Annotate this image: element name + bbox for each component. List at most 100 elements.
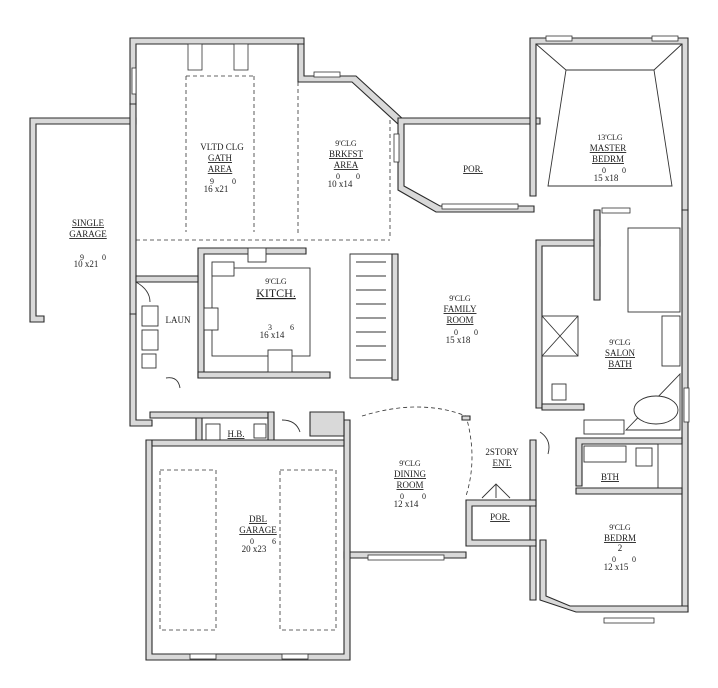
family-dim-sup2: 0	[474, 328, 478, 337]
laundry-walls	[135, 275, 199, 283]
salon-toilet	[551, 383, 567, 401]
window	[367, 554, 445, 561]
brkfst-line2: AREA	[334, 160, 359, 170]
kitchen-bottom-wall	[197, 371, 331, 379]
gath-line3: AREA	[208, 164, 233, 174]
dining-dim-sup2: 0	[422, 492, 426, 501]
dbl-garage-dim: 20 x23	[242, 544, 267, 554]
service-left-wall	[129, 313, 153, 427]
window	[601, 207, 631, 214]
single-garage-dim-sup1: 9	[80, 253, 84, 262]
windows	[131, 35, 690, 660]
family-line1: FAMILY	[444, 304, 477, 314]
dbl-garage-dim-sup2: 6	[272, 537, 276, 546]
porch-front-name: POR.	[490, 512, 510, 522]
room-labels: SINGLE GARAGE 10 x21 9 0 VLTD CLG GATH A…	[69, 133, 636, 572]
gath-dim: 16 x21	[204, 184, 229, 194]
kitchen-sink	[211, 261, 235, 277]
salon-bottom-wall	[541, 403, 585, 411]
dryer	[141, 329, 159, 351]
dbl-garage-dim-sup1: 0	[250, 537, 254, 546]
entry-line1: 2STORY	[485, 447, 519, 457]
shower-x	[541, 315, 579, 357]
salon-line2: BATH	[608, 359, 632, 369]
single-garage-name2: GARAGE	[69, 229, 107, 239]
window	[233, 43, 249, 71]
laundry-name: LAUN	[166, 315, 191, 325]
half-bath-name: H.B.	[227, 429, 244, 439]
kitchen-dim-sup1: 3	[268, 323, 272, 332]
kitchen-name: KITCH.	[256, 286, 296, 300]
hall-wall	[149, 411, 269, 419]
gath-line1: VLTD CLG	[200, 142, 244, 152]
bath-name: BTH	[601, 472, 620, 482]
bedroom2-clg: 9'CLG	[609, 523, 631, 532]
brkfst-dim-sup2: 0	[356, 172, 360, 181]
single-garage-dim: 10 x21	[74, 259, 99, 269]
bedroom2-bottom-wall	[539, 539, 689, 613]
gath-dim-sup1: 9	[210, 177, 214, 186]
pantry	[247, 247, 267, 263]
garage-parking-1	[159, 469, 217, 631]
family-dim-sup1: 0	[454, 328, 458, 337]
window	[189, 653, 217, 660]
bedroom2-line2: 2	[618, 543, 623, 553]
hall-box	[309, 411, 345, 437]
porch-front-wall	[465, 499, 537, 547]
dining-dim-sup1: 0	[400, 492, 404, 501]
washer	[141, 305, 159, 327]
fridge	[267, 349, 293, 373]
master-dim-sup2: 0	[622, 166, 626, 175]
laundry-sink	[141, 353, 157, 369]
master-line1: MASTER	[590, 143, 627, 153]
bedroom2-dim-sup2: 0	[632, 555, 636, 564]
hb-sink	[253, 423, 267, 439]
master-walls	[529, 37, 689, 211]
door-swing	[135, 281, 550, 455]
garage-top-wall	[151, 439, 345, 447]
tub-basin	[633, 395, 679, 425]
salon-line1: SALON	[605, 348, 636, 358]
interior-walls	[135, 43, 683, 631]
single-garage-dim-sup2: 0	[102, 253, 106, 262]
hb-toilet	[205, 423, 221, 441]
window	[281, 653, 309, 660]
gath-left-wall	[129, 103, 137, 315]
dbl-garage-line2: GARAGE	[239, 525, 277, 535]
vault-line	[185, 75, 255, 232]
window	[131, 67, 137, 95]
brkfst-dim-sup1: 0	[336, 172, 340, 181]
dbl-garage-walls	[145, 419, 351, 661]
window	[651, 35, 679, 42]
garage-parking-2	[279, 469, 337, 631]
window	[187, 43, 203, 71]
window	[603, 617, 655, 624]
tub	[627, 227, 681, 313]
kitchen-clg: 9'CLG	[265, 277, 287, 286]
bth-toilet	[635, 447, 653, 467]
bth-tub	[657, 443, 683, 491]
exterior-walls	[29, 37, 689, 661]
bedroom2-dim: 12 x15	[604, 562, 629, 572]
dining-dim: 12 x14	[394, 499, 419, 509]
window	[683, 387, 690, 423]
salon-right-wall	[593, 209, 601, 301]
entry-door	[481, 483, 511, 499]
window	[441, 203, 519, 210]
gath-top-wall	[129, 37, 305, 105]
stair-wall	[391, 253, 399, 381]
bedroom2-dim-sup1: 0	[612, 555, 616, 564]
window	[313, 71, 341, 78]
dining-line1: DINING	[394, 469, 426, 479]
brkfst-dim: 10 x14	[328, 179, 353, 189]
master-line2: BEDRM	[592, 154, 624, 164]
bth-bottom-wall	[575, 487, 683, 495]
kitchen-dim-sup2: 6	[290, 323, 294, 332]
bth-vanity	[583, 445, 627, 463]
brkfst-line1: BRKFST	[329, 149, 364, 159]
brkfst-top-wall	[297, 43, 405, 125]
stairs	[349, 253, 393, 379]
bedroom2-line1: BEDRM	[604, 533, 636, 543]
dbl-garage-line1: DBL	[249, 514, 267, 524]
family-dim: 15 x18	[446, 335, 471, 345]
